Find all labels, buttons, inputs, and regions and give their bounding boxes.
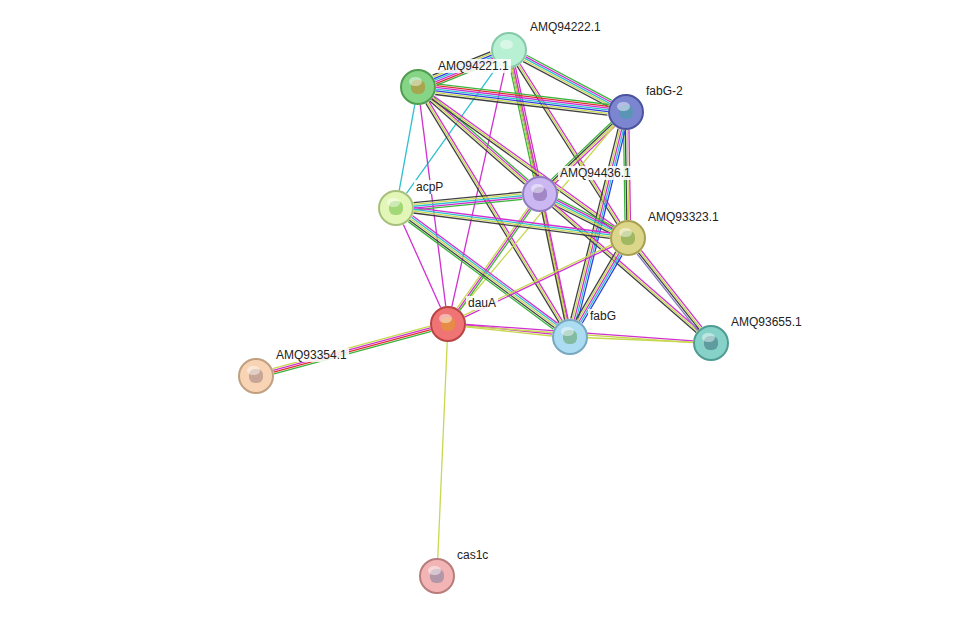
node-label: AMQ94221.1 xyxy=(436,59,511,73)
node-label: AMQ93354.1 xyxy=(274,348,349,362)
evidence-line xyxy=(409,220,554,328)
interaction-edge xyxy=(406,65,498,194)
node-highlight xyxy=(531,184,544,194)
interaction-edge xyxy=(399,105,415,191)
node-label: dauA xyxy=(466,296,498,310)
node-circle xyxy=(522,176,558,212)
node-highlight xyxy=(387,198,400,208)
node-label: AMQ93323.1 xyxy=(646,210,721,224)
evidence-line xyxy=(552,207,696,332)
node-label: cas1c xyxy=(455,548,490,562)
node-highlight xyxy=(561,327,574,337)
evidence-line xyxy=(414,194,522,205)
node-highlight xyxy=(617,102,630,112)
evidence-line xyxy=(274,331,431,374)
evidence-line xyxy=(519,65,619,223)
node-circle xyxy=(693,325,729,361)
evidence-line xyxy=(414,213,610,238)
interaction-edge xyxy=(432,96,615,229)
evidence-line xyxy=(430,101,525,184)
protein-node: fabG-2 xyxy=(608,94,644,130)
interaction-edge xyxy=(430,97,528,184)
interaction-edge xyxy=(588,338,693,342)
protein-node: dauA xyxy=(430,306,466,342)
evidence-line xyxy=(414,208,610,233)
interaction-edge xyxy=(408,216,557,329)
evidence-line xyxy=(436,89,608,110)
evidence-line xyxy=(406,65,498,194)
protein-node: acpP xyxy=(378,190,414,226)
evidence-line xyxy=(412,217,557,325)
interaction-edge xyxy=(438,342,447,558)
evidence-line xyxy=(431,100,526,183)
protein-node: fabG xyxy=(552,319,588,355)
evidence-line xyxy=(641,250,702,327)
node-label: AMQ94222.1 xyxy=(528,20,603,34)
node-circle xyxy=(419,558,455,594)
evidence-line xyxy=(526,57,611,102)
evidence-line xyxy=(637,254,698,331)
evidence-line xyxy=(273,328,430,371)
evidence-line xyxy=(436,91,608,112)
node-highlight xyxy=(409,77,422,87)
evidence-line xyxy=(558,199,614,227)
protein-node: AMQ93354.1 xyxy=(238,358,274,394)
node-highlight xyxy=(702,333,715,343)
node-highlight xyxy=(500,40,513,50)
evidence-line xyxy=(581,254,621,322)
node-circle xyxy=(238,358,274,394)
protein-node: AMQ93323.1 xyxy=(610,220,646,256)
node-label: fabG xyxy=(588,309,618,323)
evidence-line xyxy=(413,216,558,324)
node-label: fabG-2 xyxy=(644,84,685,98)
protein-node: AMQ93655.1 xyxy=(693,325,729,361)
evidence-line xyxy=(432,99,613,229)
evidence-line xyxy=(510,68,533,177)
evidence-line xyxy=(414,211,610,236)
evidence-line xyxy=(435,95,607,116)
evidence-line xyxy=(525,58,610,103)
node-highlight xyxy=(619,228,632,238)
interaction-edge xyxy=(273,326,432,374)
node-circle xyxy=(608,94,644,130)
protein-node: AMQ94436.1 xyxy=(522,176,558,212)
node-label: AMQ93655.1 xyxy=(729,315,804,329)
node-label: AMQ94436.1 xyxy=(558,166,633,180)
evidence-line xyxy=(433,98,614,228)
evidence-line xyxy=(640,252,701,329)
interaction-edge xyxy=(576,252,622,324)
evidence-line xyxy=(554,206,698,331)
node-highlight xyxy=(428,566,441,576)
interaction-edge xyxy=(510,67,539,177)
node-highlight xyxy=(247,366,260,376)
protein-node: cas1c xyxy=(419,558,455,594)
evidence-line xyxy=(408,222,553,330)
node-circle xyxy=(378,190,414,226)
interaction-edge xyxy=(435,84,609,115)
evidence-line xyxy=(438,342,447,558)
evidence-line xyxy=(582,255,622,323)
evidence-line xyxy=(435,93,607,114)
evidence-line xyxy=(274,330,431,373)
evidence-line xyxy=(432,98,527,181)
node-circle xyxy=(430,306,466,342)
evidence-line xyxy=(273,326,430,369)
interaction-edge xyxy=(637,250,702,330)
node-label: acpP xyxy=(414,180,445,194)
evidence-line xyxy=(638,253,699,330)
evidence-line xyxy=(399,105,415,191)
interaction-edge xyxy=(414,208,611,239)
evidence-line xyxy=(429,101,562,320)
evidence-line xyxy=(410,219,555,327)
evidence-line xyxy=(588,338,693,342)
node-circle xyxy=(400,69,436,105)
interaction-edge xyxy=(414,192,523,210)
node-highlight xyxy=(439,314,452,324)
node-circle xyxy=(610,220,646,256)
evidence-line xyxy=(414,209,610,234)
node-circle xyxy=(552,319,588,355)
protein-node: AMQ94221.1 xyxy=(400,69,436,105)
